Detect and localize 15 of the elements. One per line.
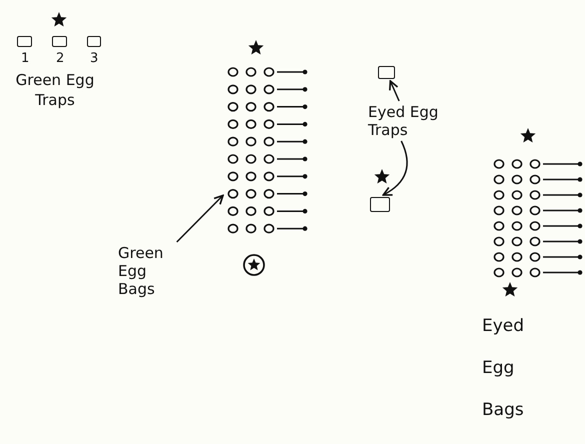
arrow bbox=[389, 80, 400, 102]
handwritten-label: Eyed Egg Bags bbox=[482, 315, 526, 422]
handwritten-label: Eyed Egg Traps bbox=[368, 103, 448, 139]
trap-box bbox=[87, 36, 101, 47]
box-number: 2 bbox=[56, 50, 64, 68]
box-number: 1 bbox=[21, 50, 30, 68]
trap-box bbox=[370, 197, 390, 212]
arrow bbox=[382, 140, 408, 196]
trap-box bbox=[52, 36, 67, 47]
trap-box bbox=[378, 66, 395, 79]
handwritten-label: Green Egg Bags bbox=[118, 244, 178, 298]
trap-box bbox=[17, 36, 32, 47]
box-number: 3 bbox=[90, 50, 98, 68]
arrow bbox=[176, 194, 224, 243]
handwritten-label: Green Egg Traps bbox=[14, 70, 96, 110]
